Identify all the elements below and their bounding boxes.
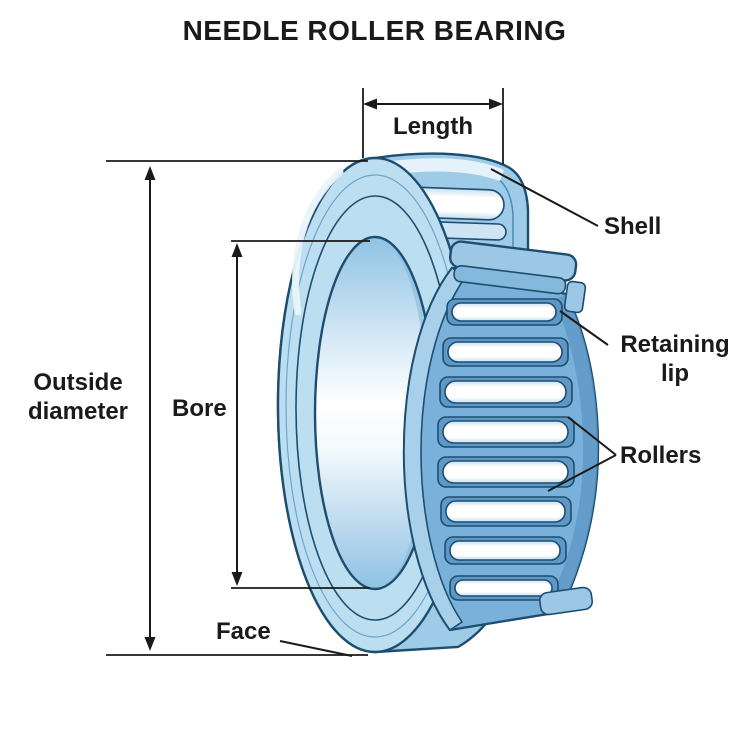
retaining-lip-label: Retaining lip	[620, 331, 730, 388]
cage-left-band	[403, 266, 468, 632]
roller-row	[449, 575, 559, 601]
diagram-title: NEEDLE ROLLER BEARING	[182, 15, 567, 46]
rollers-label: Rollers	[620, 442, 702, 469]
face-label: Face	[216, 618, 271, 645]
cage-right-shade	[548, 294, 598, 612]
shell-leader-line	[490, 168, 599, 227]
face-highlight	[292, 168, 344, 316]
shell-label: Shell	[604, 213, 662, 240]
bottom-lip-shape	[538, 586, 594, 616]
roller-row	[442, 337, 569, 367]
rollers-leader-line-2	[547, 454, 617, 492]
face-leader-line	[279, 640, 353, 657]
roller-row	[446, 298, 563, 326]
retaining-lip-tab	[563, 280, 587, 314]
shell-top-highlight	[378, 158, 504, 181]
dimension-annotations	[106, 88, 617, 657]
bore-interior	[315, 237, 435, 589]
length-arrowhead-right	[489, 98, 503, 110]
retaining-lip-leader-line	[559, 310, 609, 346]
outside-diameter-label: Outside diameter	[27, 369, 129, 426]
bore-label: Bore	[172, 395, 227, 422]
retaining-lip-shape	[448, 240, 578, 295]
bore-arrowhead-top	[231, 243, 243, 257]
outside-diameter-arrowhead-bottom	[144, 637, 156, 651]
roller-row	[439, 376, 573, 408]
roller-row	[437, 456, 575, 488]
roller-row	[440, 496, 572, 527]
bearing-drawing	[276, 152, 600, 654]
bore-arrowhead-bottom	[231, 572, 243, 586]
rollers-leader-line-1	[567, 416, 617, 456]
outside-diameter-arrowhead-top	[144, 166, 156, 180]
roller-row	[437, 416, 575, 448]
roller-row	[444, 536, 567, 565]
length-label: Length	[393, 113, 473, 140]
length-arrowhead-left	[363, 98, 377, 110]
